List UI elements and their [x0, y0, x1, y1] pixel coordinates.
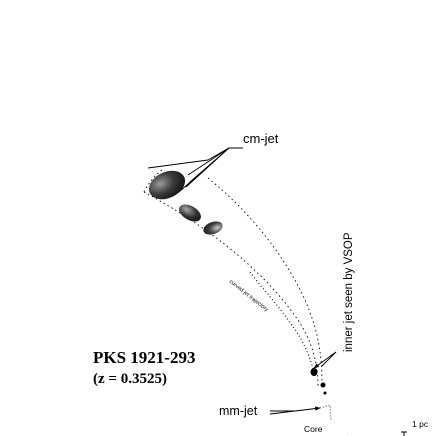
mm-jet-label: mm-jet [219, 404, 258, 418]
inner-jet-dots [249, 271, 315, 373]
inner-jet-label: inner jet seen by VSOP [343, 232, 355, 352]
jet-blob-small [203, 221, 223, 235]
jet-blob-medium [179, 204, 201, 222]
core-label: Core [304, 424, 323, 434]
cm-jet-label: cm-jet [243, 131, 279, 146]
cm-jet-bracket [178, 147, 230, 193]
jet-blob-large [148, 170, 186, 200]
redshift-label: (z = 0.3525) [93, 371, 167, 387]
jet-envelope-inner [207, 177, 323, 383]
scale-label: 1 pc [412, 419, 429, 429]
jet-envelope-tip [143, 169, 163, 193]
core-dot-small [323, 391, 327, 395]
source-name: PKS 1921-293 [93, 348, 195, 367]
mm-jet-arrow [269, 408, 320, 415]
inner-jet-knot [310, 368, 318, 376]
inner-jet-arrow [313, 351, 337, 369]
cm-jet-leader [147, 147, 243, 169]
mm-jet-connector [319, 404, 332, 421]
core-dot [320, 382, 326, 388]
curved-jet-label: curved jet trajectory [228, 279, 270, 313]
inner-jet-arrow-back [321, 351, 337, 367]
